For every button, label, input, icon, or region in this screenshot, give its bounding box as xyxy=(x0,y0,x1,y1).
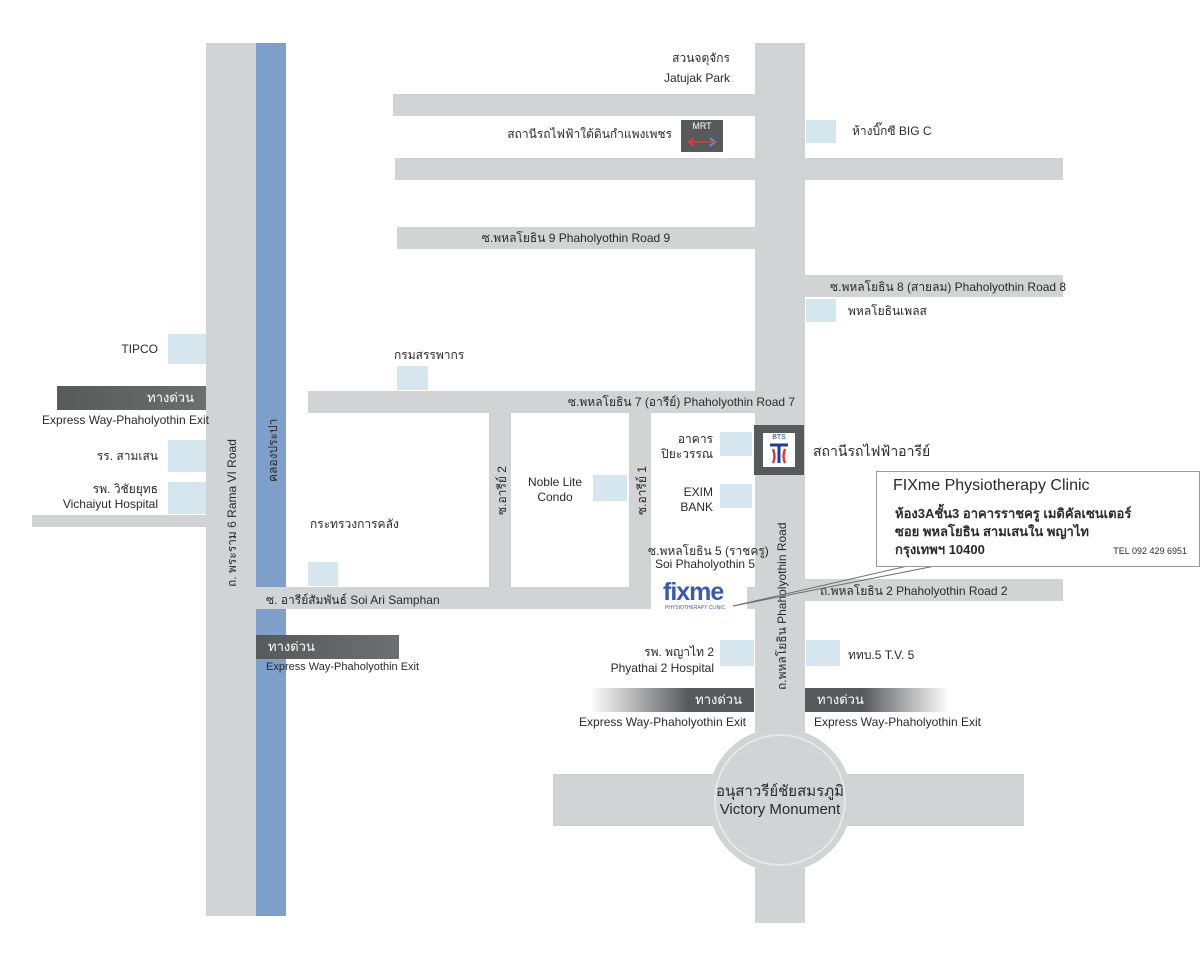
noble-2: Condo xyxy=(537,490,573,504)
mrt-logo-text: MRT xyxy=(692,121,712,131)
revenue-label: กรมสรรพากร xyxy=(394,348,465,362)
tv5-label: ททบ.5 T.V. 5 xyxy=(848,648,915,662)
victory-th: อนุสาวรีย์ชัยสมรภูมิ xyxy=(716,783,844,800)
exim-2: BANK xyxy=(680,500,713,514)
bldg-phyathai xyxy=(720,640,754,666)
soi9-label: ซ.พหลโยธิน 9 Phaholyothin Road 9 xyxy=(481,231,671,245)
bldg-exim xyxy=(720,484,752,508)
fixme-map-logo-word: fixme xyxy=(663,578,724,606)
vichaiyut-en: Vichaiyut Hospital xyxy=(62,497,158,511)
bts-station-label: สถานีรถไฟฟ้าอารีย์ xyxy=(813,443,931,459)
callout-tel: TEL 092 429 6951 xyxy=(1113,546,1187,556)
expressway-badge-west-top: ทางด่วน xyxy=(57,386,206,410)
road-west-branch xyxy=(32,515,206,527)
canal xyxy=(256,43,286,916)
phyathai-th: รพ. พญาไท 2 xyxy=(644,645,714,659)
rama6-road xyxy=(206,43,256,916)
bldg-noble xyxy=(593,475,627,501)
bldg-finance xyxy=(308,562,338,586)
road-ari2 xyxy=(489,413,511,587)
expressway-label-west-top: Express Way-Phaholyothin Exit xyxy=(42,413,209,427)
road-upper-cross xyxy=(395,158,1063,180)
soi7-label: ซ.พหลโยธิน 7 (อารีย์) Phaholyothin Road … xyxy=(567,395,796,409)
phyathai-en: Phyathai 2 Hospital xyxy=(610,661,714,675)
clinic-callout: FIXme Physiotherapy Clinic ห้อง3Aชั้น3 อ… xyxy=(876,471,1200,567)
bldg-phaholyothin-place xyxy=(806,299,836,322)
expressway-label-west-bottom: Express Way-Phaholyothin Exit xyxy=(266,661,420,673)
soi5-label: ซ.พหลโยธิน 5 (ราชครู) xyxy=(648,544,769,558)
bldg-piyawan xyxy=(720,432,752,456)
road-jatujak xyxy=(393,94,755,116)
piyawan-1: อาคาร xyxy=(677,432,713,446)
expressway-label-center-right: Express Way-Phaholyothin Exit xyxy=(814,715,981,729)
expressway-badge-text: ทางด่วน xyxy=(695,692,742,707)
expressway-label-center-left: Express Way-Phaholyothin Exit xyxy=(579,715,746,729)
callout-line1: ห้อง3Aชั้น3 อาคารราชครู เมดิคัลเซนเตอร์ xyxy=(895,506,1132,521)
bts-logo: BTS xyxy=(754,425,804,475)
bldg-tv5 xyxy=(806,640,840,666)
callout-line3: กรุงเทพฯ 10400 xyxy=(895,542,985,557)
fixme-map-logo[interactable]: fixme PHYSIOTHERAPY CLINIC xyxy=(651,576,747,616)
mrt-arrows-icon xyxy=(687,137,717,147)
expressway-badge-text: ทางด่วน xyxy=(147,390,194,405)
samsen-label: รร. สามเสน xyxy=(96,449,158,463)
fixme-map-logo-sub: PHYSIOTHERAPY CLINIC xyxy=(665,605,726,611)
expressway-badge-text: ทางด่วน xyxy=(268,639,315,654)
expressway-badge-center-right: ทางด่วน xyxy=(805,688,949,712)
expressway-badge-center-left: ทางด่วน xyxy=(590,688,754,712)
jatujak-en: Jatujak Park xyxy=(663,71,730,85)
expressway-badge-text: ทางด่วน xyxy=(817,692,864,707)
finance-ministry-label: กระทรวงการคลัง xyxy=(310,517,399,531)
bldg-bigc xyxy=(806,120,836,143)
mrt-station-label: สถานีรถไฟฟ้าใต้ดินกำแพงเพชร xyxy=(507,127,672,141)
phaholyothin-place-label: พหลโยธินเพลส xyxy=(848,304,927,318)
bldg-revenue xyxy=(397,366,428,390)
road-soi8 xyxy=(805,275,1063,297)
mrt-logo: MRT xyxy=(681,120,723,152)
road-soi2 xyxy=(805,579,1063,601)
road-soi9 xyxy=(397,227,755,249)
bldg-tipco xyxy=(168,334,206,364)
callout-line2: ซอย พหลโยธิน สามเสนใน พญาไท xyxy=(895,524,1089,539)
victory-en: Victory Monument xyxy=(719,801,841,818)
vichaiyut-th: รพ. วิชัยยุทธ xyxy=(92,482,158,496)
road-ari1 xyxy=(629,413,651,587)
bts-train-icon xyxy=(770,443,788,464)
road-soi7 xyxy=(308,391,755,413)
noble-1: Noble Lite xyxy=(527,475,583,489)
soi5-en-label: Soi Phaholyothin 5 xyxy=(655,557,756,571)
expressway-badge-west-bottom: ทางด่วน xyxy=(256,635,399,659)
callout-title: FIXme Physiotherapy Clinic xyxy=(893,477,1090,494)
bts-logo-text: BTS xyxy=(772,434,786,441)
bldg-vichaiyut xyxy=(168,482,206,514)
piyawan-2: ปิยะวรรณ xyxy=(661,447,713,461)
tipco-label: TIPCO xyxy=(121,342,158,356)
jatujak-th: สวนจตุจักร xyxy=(672,51,730,65)
bigc-label: ห้างบิ๊กซี BIG C xyxy=(852,124,932,138)
bldg-samsen xyxy=(168,440,206,472)
soi2-label: ถ.พหลโยธิน 2 Phaholyothin Road 2 xyxy=(820,584,1008,598)
exim-1: EXIM xyxy=(683,485,713,499)
soi8-label: ซ.พหลโยธิน 8 (สายลม) Phaholyothin Road 8 xyxy=(830,280,1067,294)
ari-samphan-label: ซ. อารีย์สัมพันธ์ Soi Ari Samphan xyxy=(266,593,440,607)
road-ari-samphan xyxy=(256,587,755,609)
